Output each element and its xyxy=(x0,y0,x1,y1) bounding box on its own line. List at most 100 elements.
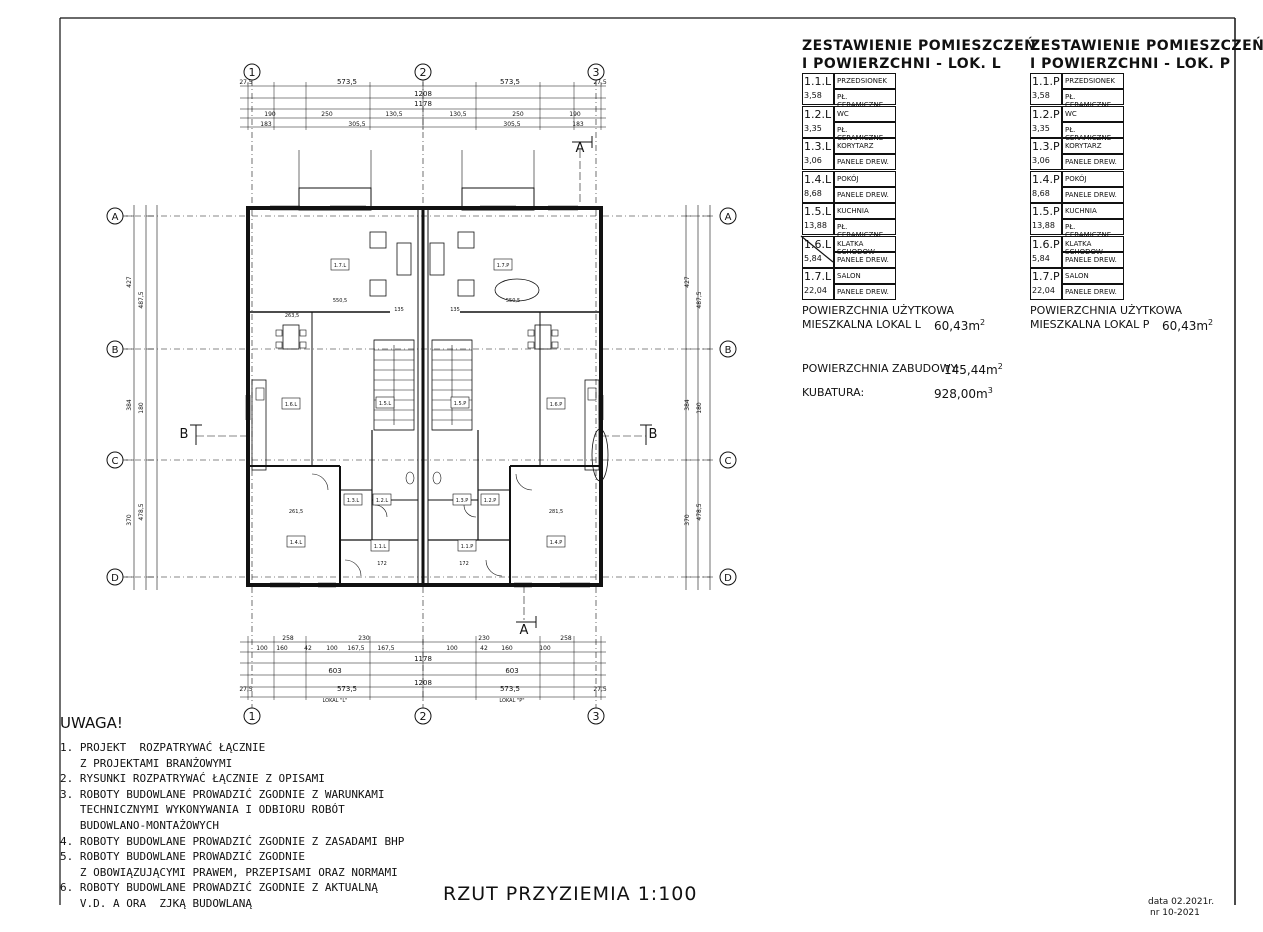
room-code: 1.1.P xyxy=(1032,75,1060,88)
dimension-text: 305,5 xyxy=(348,121,365,128)
room-finish: PANELE DREW. xyxy=(1062,186,1124,203)
room-name: KUCHNIA xyxy=(1062,203,1124,219)
dimension-text: 427 xyxy=(126,276,133,288)
highlight-circle xyxy=(591,428,609,482)
room-code: 1.5.L xyxy=(804,205,832,218)
room-tag: 1.2.P xyxy=(484,498,497,504)
door-swing xyxy=(485,559,503,577)
room-finish: PŁ. CERAMICZNE xyxy=(834,89,896,109)
section-marker-right: B xyxy=(649,427,658,442)
dimension-text: LOKAL "P" xyxy=(499,698,524,704)
sink xyxy=(255,387,265,401)
note-line: 2. RYSUNKI ROZPATRYWAĆ ŁĄCZNIE Z OPISAMI xyxy=(60,772,325,786)
armchair xyxy=(369,279,387,297)
room-tag: 1.6.P xyxy=(550,402,563,408)
plan-dimension: 135 xyxy=(450,307,460,313)
room-code-box xyxy=(1030,73,1062,105)
room-tag-box xyxy=(372,493,392,506)
room-tag: 1.3.L xyxy=(347,498,360,504)
dimension-text: 183 xyxy=(260,121,272,128)
table-right-title-2: I POWIERZCHNI - LOK. P xyxy=(1030,56,1231,72)
room-tag-box xyxy=(343,493,363,506)
room-area: 22,04 xyxy=(1032,286,1055,295)
dimension-text: 100 xyxy=(256,645,268,652)
door-swing xyxy=(463,504,477,518)
dimension-text: 183 xyxy=(572,121,584,128)
note-line: 5. ROBOTY BUDOWLANE PROWADZIĆ ZGODNIE xyxy=(60,850,306,864)
kitchen-counter xyxy=(584,379,600,471)
room-tag-box xyxy=(286,535,306,548)
room-finish: PANELE DREW. xyxy=(1062,251,1124,268)
axis-label-col: 2 xyxy=(420,710,427,723)
axis-label-col: 3 xyxy=(593,710,600,723)
axis-bubble-row xyxy=(719,340,737,358)
axis-bubble-col xyxy=(587,63,605,81)
axis-label-row: C xyxy=(725,456,732,467)
room-code-box xyxy=(802,73,834,105)
dimension-text: 180 xyxy=(696,402,703,414)
room-tag: 1.1.P xyxy=(461,544,474,550)
axis-bubble-col xyxy=(414,63,432,81)
room-tag-box xyxy=(452,493,472,506)
volume-value: 928,00m3 xyxy=(934,386,993,401)
room-code-box xyxy=(1030,105,1062,138)
room-code: 1.2.L xyxy=(804,107,832,121)
dimension-text: 160 xyxy=(276,645,288,652)
armchair xyxy=(457,279,475,297)
note-line: TECHNICZNYMI WYKONYWANIA I ODBIORU ROBÓT xyxy=(60,803,345,817)
room-name: POKÓJ xyxy=(834,170,896,187)
room-code: 1.3.L xyxy=(804,140,832,153)
usable-area-value-left: 60,43m2 xyxy=(934,318,986,333)
axis-label-row: D xyxy=(724,573,732,584)
note-line: Z PROJEKTAMI BRANŻOWYMI xyxy=(60,756,233,770)
room-tag: 1.5.L xyxy=(379,401,392,407)
dimension-text: 427 xyxy=(684,276,691,288)
dimension-text: 370 xyxy=(684,514,691,526)
dimension-text: 190 xyxy=(569,111,581,118)
room-tag-box xyxy=(546,535,566,548)
note-line: 3. ROBOTY BUDOWLANE PROWADZIĆ ZGODNIE Z … xyxy=(60,787,385,801)
axis-bubble-col xyxy=(243,63,261,81)
axis-label-row: A xyxy=(725,212,732,223)
axis-bubble-row xyxy=(719,451,737,469)
section-marker-left: B xyxy=(180,427,189,442)
armchair xyxy=(457,231,475,249)
room-tag-box xyxy=(330,258,350,271)
note-line: 6. ROBOTY BUDOWLANE PROWADZIĆ ZGODNIE Z … xyxy=(60,881,378,895)
dimension-text: 478,5 xyxy=(696,503,703,520)
dimension-text: 250 xyxy=(321,111,333,118)
dimension-text: 100 xyxy=(326,645,338,652)
room-finish: PANELE DREW. xyxy=(834,186,896,203)
dimension-text: 250 xyxy=(512,111,524,118)
toilet xyxy=(405,471,415,485)
axis-bubble-col xyxy=(243,707,261,725)
axis-bubble-row xyxy=(719,568,737,586)
room-code: 1.5.P xyxy=(1032,205,1060,218)
room-area: 3,35 xyxy=(804,123,822,133)
room-tag-box xyxy=(493,258,513,271)
room-code: 1.2.P xyxy=(1032,107,1060,121)
axis-label-col: 2 xyxy=(420,66,427,79)
dimension-text: LOKAL "L" xyxy=(323,698,348,704)
strike-mark xyxy=(800,235,834,263)
stamp-number: nr 10-2021 xyxy=(1150,908,1200,918)
room-finish: PANELE DREW. xyxy=(834,251,896,268)
room-tag: 1.6.L xyxy=(285,402,298,408)
room-area: 8,68 xyxy=(1032,188,1050,198)
room-name: WC xyxy=(1062,105,1124,122)
room-tag-box xyxy=(375,396,395,409)
room-area: 5,84 xyxy=(1032,253,1050,263)
room-finish: PŁ. CERAMICZNE xyxy=(1062,89,1124,109)
table-left-title-2: I POWIERZCHNI - LOK. L xyxy=(802,56,1002,72)
dimension-text: 27,5 xyxy=(593,79,607,86)
room-name: PRZEDSIONEK xyxy=(834,73,896,89)
room-tag-box xyxy=(546,397,566,410)
kitchen-counter xyxy=(251,379,267,471)
dining-table xyxy=(282,324,300,350)
